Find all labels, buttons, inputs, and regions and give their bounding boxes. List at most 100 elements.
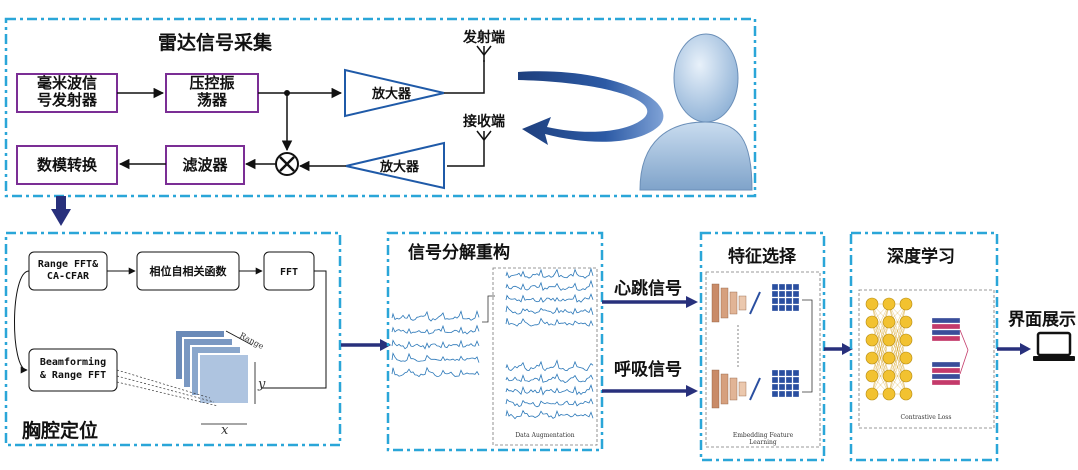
similarity-link [959, 329, 969, 351]
person-icon [639, 33, 753, 191]
embedding-block [931, 317, 961, 324]
feature-section-title: 特征选择 [728, 246, 797, 267]
feature-cell [792, 383, 800, 391]
feature-cell [785, 383, 793, 391]
raw-signal-trace [391, 309, 480, 322]
feature-cell [771, 369, 779, 377]
feature-cell [792, 290, 800, 298]
mlp-edge [871, 303, 890, 359]
respiration-trace [505, 359, 594, 372]
arrow-to-display [997, 343, 1031, 355]
mixer-icon [275, 152, 299, 176]
respiration-trace [505, 373, 594, 384]
feature-cell [785, 290, 793, 298]
feature-cell [785, 304, 793, 312]
vco-label: 压控振荡器 [189, 74, 234, 109]
encoder-layer [720, 373, 729, 405]
embedding-block [931, 329, 961, 336]
mlp-node [899, 333, 913, 347]
adc-box [16, 145, 118, 185]
arrow-heartbeat [602, 296, 698, 308]
arrow-adc-to-localization [51, 196, 71, 226]
feature-cell [778, 390, 786, 398]
mlp-node [899, 351, 913, 365]
mmwave-source-label: 毫米波信号发射器 [37, 74, 98, 109]
raw-signal-trace [391, 352, 480, 363]
encoder-layer [711, 369, 720, 409]
embedding-block [931, 335, 961, 342]
feature-cell [771, 383, 779, 391]
projection-bar [749, 377, 761, 401]
beamforming-label: Beamforming& Range FFT [40, 356, 106, 381]
rx-antenna-label: 接收端 [463, 113, 505, 130]
augmentation-caption: Data Augmentation [515, 432, 574, 439]
respiration-trace [505, 384, 594, 396]
tx-antenna-icon [476, 45, 492, 62]
embedding-block [931, 373, 961, 380]
mlp-node [882, 369, 896, 383]
encoder-layer [711, 283, 720, 323]
x-axis-label: x [221, 423, 229, 438]
projection-bar [749, 291, 761, 315]
heartbeat-trace [505, 317, 594, 327]
encoder-layer [729, 291, 738, 315]
mlp-node [882, 387, 896, 401]
adc-label: 数模转换 [37, 156, 98, 174]
embedding-block [931, 367, 961, 374]
encoder-layer [738, 381, 747, 397]
mlp-edge [871, 303, 890, 341]
mlp-node [882, 297, 896, 311]
mlp-node [882, 333, 896, 347]
feature-cell [792, 376, 800, 384]
mlp-node [882, 351, 896, 365]
mlp-node [899, 315, 913, 329]
split-bracket [482, 295, 495, 323]
feature-cell [792, 283, 800, 291]
heartbeat-trace [505, 279, 594, 292]
raw-signal-trace [391, 339, 480, 350]
radar-beam-arrow [518, 71, 664, 145]
raw-signal-trace [391, 324, 480, 335]
similarity-link [959, 349, 969, 375]
merge-bracket [802, 299, 813, 393]
y-axis-label: y [257, 377, 266, 392]
mmwave-source-box [16, 73, 118, 113]
cnn-encoders [711, 283, 813, 409]
raw-signal-trace [391, 366, 480, 378]
respiration-trace [505, 398, 594, 408]
mlp-node [899, 297, 913, 311]
heartbeat-label: 心跳信号 [614, 278, 682, 299]
feature-cell [771, 390, 779, 398]
feature-cell [771, 304, 779, 312]
feature-cell [792, 369, 800, 377]
mlp-edge [888, 303, 907, 377]
heartbeat-trace [505, 267, 594, 279]
chest-section-title: 胸腔定位 [22, 419, 98, 442]
feature-cell [771, 376, 779, 384]
tx-antenna-label: 发射端 [462, 29, 505, 46]
radar-section-title: 雷达信号采集 [158, 31, 273, 54]
mlp-edge [888, 357, 907, 395]
mlp-node [865, 351, 879, 365]
output-label: 界面展示 [1008, 310, 1076, 330]
respiration-trace [505, 409, 594, 420]
mlp-node [865, 315, 879, 329]
feature-cell [785, 283, 793, 291]
contrastive-caption: Contrastive Loss [901, 414, 952, 421]
encoder-layer [720, 287, 729, 319]
feature-cell [778, 376, 786, 384]
mlp-edge [888, 321, 907, 395]
fft-label: FFT [280, 267, 298, 278]
range-axis-label: Range [238, 331, 265, 351]
feature-cell [792, 390, 800, 398]
feature-cell [778, 304, 786, 312]
mlp-node [899, 387, 913, 401]
rx-antenna-icon [476, 130, 492, 147]
feature-cell [778, 297, 786, 305]
rx-amplifier [345, 141, 445, 190]
fft-feedback-line [262, 270, 327, 389]
mlp-node [865, 297, 879, 311]
embedding-block [931, 379, 961, 386]
rx-feed-line [447, 147, 485, 167]
feature-cell [771, 283, 779, 291]
